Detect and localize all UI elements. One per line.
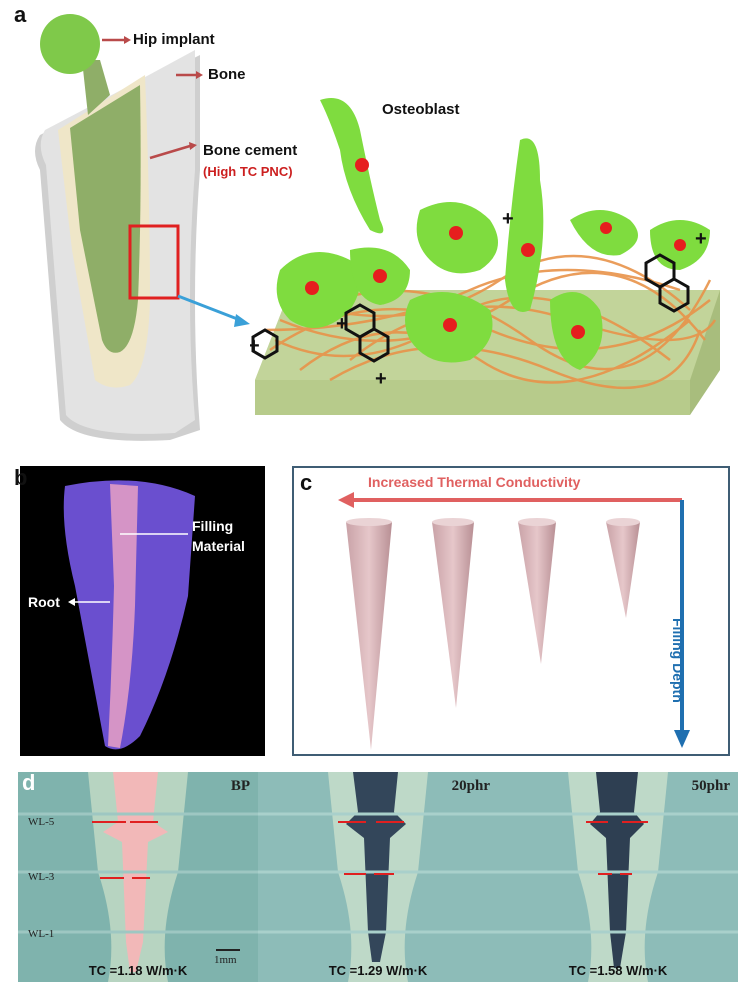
panel-a-letter: a xyxy=(14,2,27,27)
photo-50phr-tag: 50phr xyxy=(691,778,730,794)
tooth-scan-image: Filling Material Root xyxy=(20,466,265,756)
photo-20phr-caption: TC =1.29 W/m·K xyxy=(328,963,428,978)
photo-bp-caption: TC =1.18 W/m·K xyxy=(88,963,188,978)
hip-implant-head xyxy=(40,14,100,74)
zoom-box xyxy=(128,224,180,300)
svg-text:+: + xyxy=(250,335,260,357)
root-label: Root xyxy=(28,594,60,610)
wl-1-label: WL-1 xyxy=(28,928,55,940)
filling-depth-panel: c Increased Thermal Conductivity Filling… xyxy=(292,466,730,756)
osteoblast-scaffold-illustration: + + + + + xyxy=(250,98,720,415)
wl-5-label: WL-5 xyxy=(28,816,55,828)
tooth-root-scan xyxy=(63,480,195,750)
cone-1 xyxy=(346,522,392,750)
bone-cement-label: Bone cement xyxy=(203,142,298,159)
svg-text:+: + xyxy=(502,208,514,230)
scale-bar-label: 1mm xyxy=(214,954,237,966)
panel-d-letter: d xyxy=(22,770,36,795)
cones xyxy=(346,518,640,750)
wl-3-label: WL-3 xyxy=(28,871,55,883)
photo-bp: BP WL-5 WL-3 WL-1 1mm TC =1.18 W/m·K xyxy=(18,772,258,982)
cone-2 xyxy=(432,522,474,708)
increased-tc-label: Increased Thermal Conductivity xyxy=(368,474,581,490)
cone-4 xyxy=(606,522,640,618)
photo-50phr: 50phr TC =1.58 W/m·K xyxy=(498,772,738,982)
photo-bp-tag: BP xyxy=(230,778,250,794)
photo-20phr-tag: 20phr xyxy=(451,778,490,794)
osteoblast-label: Osteoblast xyxy=(382,101,460,118)
svg-text:+: + xyxy=(695,228,707,250)
svg-text:+: + xyxy=(375,368,387,390)
photo-50phr-caption: TC =1.58 W/m·K xyxy=(568,963,668,978)
panel-b-letter: b xyxy=(14,465,28,490)
filling-depth-label: Filling Depth xyxy=(670,618,686,703)
filling-material-label-line2: Material xyxy=(192,538,245,554)
cone-3 xyxy=(518,522,556,664)
photo-20phr: 20phr TC =1.29 W/m·K xyxy=(258,772,498,982)
bone-label: Bone xyxy=(208,66,246,83)
filling-material-label-line1: Filling xyxy=(192,518,234,534)
hip-implant-label: Hip implant xyxy=(133,31,215,48)
svg-text:+: + xyxy=(336,313,348,335)
cone-depth-diagram xyxy=(338,492,690,750)
hip-implant-diagram xyxy=(35,14,250,441)
panel-c-letter: c xyxy=(300,470,313,495)
bone-cement-sublabel: (High TC PNC) xyxy=(203,164,293,179)
